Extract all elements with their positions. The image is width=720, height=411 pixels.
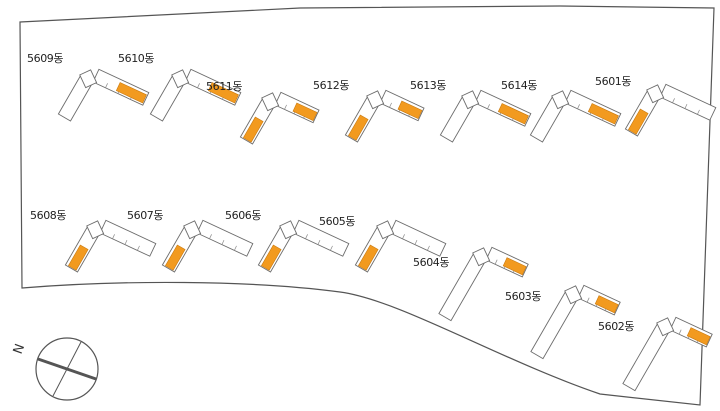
building-core [86,220,105,240]
building-block[interactable]: 5609동 [27,52,150,122]
highlighted-unit-lower [587,103,619,125]
building-partition [389,102,392,108]
building-partition [427,245,430,251]
building-partition [697,109,700,115]
building-block[interactable]: 5602동 [598,316,713,392]
building-block[interactable]: 5603동 [505,284,621,360]
building-partition [124,239,128,245]
building-block[interactable]: 5607동 [127,209,254,273]
building-partition [494,259,498,265]
highlighted-unit-lower [594,295,619,314]
building-block[interactable]: 5612동 [313,79,425,143]
highlighted-unit-upper [260,244,282,271]
highlighted-unit-lower [207,82,239,104]
building-label: 5611동 [206,80,242,93]
building-core [551,90,570,110]
building-wing-lower [196,219,254,257]
building-label: 5610동 [118,52,154,65]
site-boundary [19,5,715,406]
building-partition [678,329,682,335]
highlighted-unit-upper [242,116,264,143]
building-core [171,69,190,89]
highlighted-unit-upper [67,244,89,271]
building-block[interactable]: 5605동 [319,215,447,273]
building-core [183,220,202,240]
building-wing-lower [99,219,157,257]
building-block[interactable]: 5613동 [410,79,532,143]
building-block[interactable]: 5604동 [413,246,529,322]
building-block[interactable]: 5601동 [595,75,717,137]
building-partition [487,104,490,109]
building-partition [197,83,200,88]
building-label: 5608동 [30,209,66,222]
building-core [376,220,395,240]
highlighted-unit-lower [397,100,423,119]
building-partition [137,245,140,251]
building-partition [234,245,237,251]
building-wing-lower [389,219,447,257]
highlighted-unit-lower [497,103,529,125]
highlighted-unit-lower [686,327,711,346]
building-label: 5604동 [413,256,449,269]
building-partition [284,104,287,110]
building-partition [317,239,321,245]
building-partition [672,98,675,103]
building-core [279,220,298,240]
building-wing-lower [292,219,350,257]
building-core [461,90,480,110]
building-partition [402,234,405,239]
buildings-layer: 5609동 5610동 5611동 5612동 5613동 5614동 5601동 5608동… [27,52,717,392]
building-partition [209,234,212,239]
building-label: 5612동 [313,79,349,92]
building-core [366,90,385,110]
highlighted-unit-lower [292,102,318,121]
building-core [472,247,491,267]
building-label: 5614동 [501,79,537,92]
building-block[interactable]: 5608동 [30,209,157,273]
building-partition [586,297,590,303]
building-block[interactable]: 5606동 [225,209,350,273]
building-wing-lower [659,83,717,121]
building-block[interactable]: 5610동 [118,52,242,122]
building-label: 5609동 [27,52,63,65]
building-label: 5601동 [595,75,631,88]
highlighted-unit-upper [627,108,649,135]
building-core [646,84,665,104]
highlighted-unit-lower [502,257,527,276]
building-label: 5603동 [505,290,541,303]
compass-north-label: N [11,342,28,356]
building-label: 5607동 [127,209,163,222]
compass-cross-line [52,341,82,397]
building-core [656,317,675,337]
building-block[interactable]: 5611동 [206,80,320,145]
building-core [79,69,98,89]
highlighted-unit-upper [164,244,186,271]
building-partition [221,239,225,245]
highlighted-unit-lower [115,82,147,104]
building-partition [684,103,688,109]
highlighted-unit-upper [357,244,379,271]
building-partition [112,234,115,239]
building-core [261,92,280,112]
building-partition [577,104,580,109]
building-label: 5602동 [598,320,634,333]
building-label: 5606동 [225,209,261,222]
building-partition [330,245,333,251]
building-partition [105,83,108,88]
building-partition [305,234,308,239]
building-block[interactable]: 5614동 [501,79,622,143]
compass-rose: N [11,337,99,401]
building-label: 5613동 [410,79,446,92]
building-partition [414,239,418,245]
highlighted-unit-upper [347,114,369,141]
building-label: 5605동 [319,215,355,228]
building-core [564,285,583,305]
